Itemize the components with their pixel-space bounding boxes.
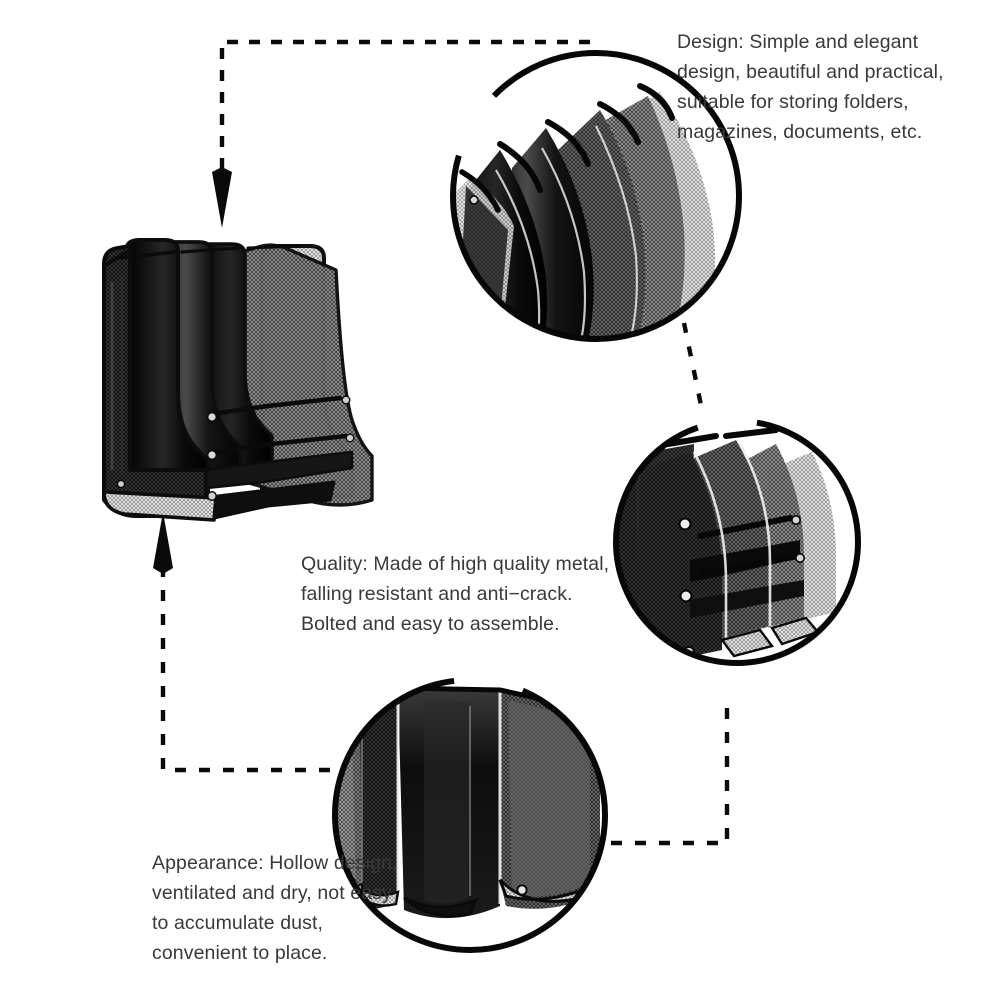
connector-bottom [603,708,730,846]
callout-quality [613,418,861,666]
feature-text-quality: Quality: Made of high quality metal, fal… [301,553,610,635]
feature-text-appearance: Appearance: Hollow design, ventilated an… [152,852,398,964]
connector-top [212,39,590,228]
arrowhead-down-icon [212,167,232,228]
product-main [102,238,374,522]
arrowhead-up-icon [153,512,173,574]
product-rails [114,244,349,455]
callout-ring-quality [613,418,861,666]
connector-middle [681,322,705,411]
feature-text-design: Design: Simple and elegant design, beaut… [677,31,944,143]
callout-ring-appearance [332,677,608,953]
connector-left [153,512,330,773]
product-base [102,450,354,522]
callout-ring-design [450,50,742,342]
product-bolts [116,395,355,501]
callout-design [450,50,742,342]
product-divider-1 [124,238,210,498]
